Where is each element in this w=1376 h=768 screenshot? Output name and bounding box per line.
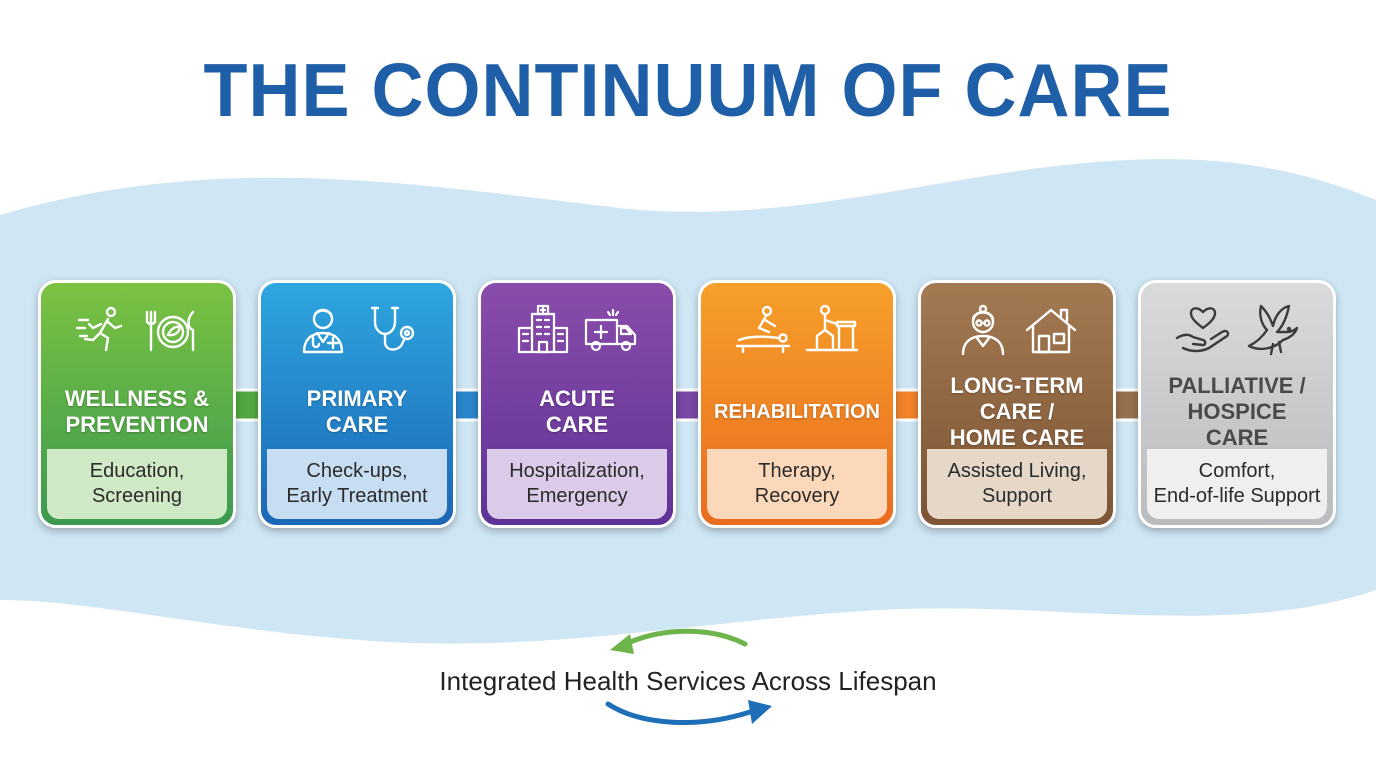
stage-description: Check-ups, Early Treatment	[267, 449, 447, 519]
elderly-person-icon	[955, 302, 1011, 358]
stage-label: ACUTE CARE	[539, 386, 615, 437]
physical-therapy-icon	[803, 302, 859, 358]
massage-therapy-icon	[735, 302, 791, 358]
stage-description: Comfort, End-of-life Support	[1147, 449, 1327, 519]
stage-card: REHABILITATION Therapy, Recovery	[698, 280, 896, 528]
stage-label: REHABILITATION	[714, 401, 880, 423]
stage-icons	[1141, 299, 1333, 361]
stage-description: Therapy, Recovery	[707, 449, 887, 519]
stage-card: ACUTE CARE Hospitalization, Emergency	[478, 280, 676, 528]
footer-caption: Integrated Health Services Across Lifesp…	[439, 666, 937, 696]
stage-description: Education, Screening	[47, 449, 227, 519]
healthy-food-plate-icon	[143, 302, 199, 358]
stage-label: WELLNESS & PREVENTION	[64, 386, 210, 437]
stage-icons	[41, 299, 233, 361]
stage-label: PRIMARY CARE	[306, 386, 408, 437]
page-title: THE CONTINUUM OF CARE	[203, 49, 1173, 133]
stage-icons	[701, 299, 893, 361]
doctor-icon	[295, 302, 351, 358]
running-person-icon	[75, 302, 131, 358]
stage-label: LONG-TERM CARE / HOME CARE	[949, 373, 1085, 450]
stage-card: WELLNESS & PREVENTION Education, Screenin…	[38, 280, 236, 528]
ambulance-icon	[583, 302, 639, 358]
cycle-arrow-top	[623, 628, 748, 647]
cycle-arrow-bottom	[605, 701, 753, 725]
stage-icons	[261, 299, 453, 361]
hospital-building-icon	[515, 302, 571, 358]
stage-card: PRIMARY CARE Check-ups, Early Treatment	[258, 280, 456, 528]
stage-description: Assisted Living, Support	[927, 449, 1107, 519]
stethoscope-icon	[363, 302, 419, 358]
cycle-arrowhead-bottom	[748, 700, 772, 724]
cycle-arrows	[605, 628, 772, 725]
dove-icon	[1243, 302, 1299, 358]
stage-description: Hospitalization, Emergency	[487, 449, 667, 519]
cycle-arrowhead-top	[610, 634, 634, 654]
stage-icons	[481, 299, 673, 361]
house-icon	[1023, 302, 1079, 358]
stage-icons	[921, 299, 1113, 361]
heart-in-hand-icon	[1175, 302, 1231, 358]
stage-label: PALLIATIVE / HOSPICE CARE	[1168, 373, 1306, 450]
